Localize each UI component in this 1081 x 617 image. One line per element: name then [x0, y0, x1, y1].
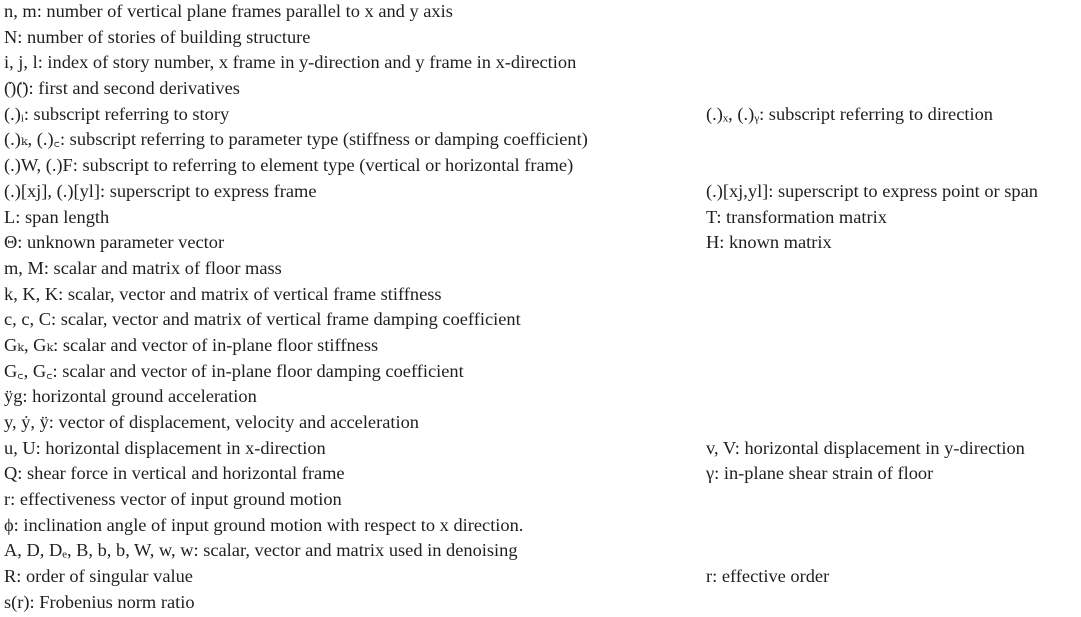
nomenclature-row: Gₖ, Gₖ: scalar and vector of in-plane fl…	[0, 333, 1081, 359]
nomenclature-row: L: span length T: transformation matrix	[0, 205, 1081, 231]
definition-right: (.)ₓ, (.)ᵧ: subscript referring to direc…	[706, 103, 993, 124]
definition-left: r: effectiveness vector of input ground …	[4, 489, 342, 510]
nomenclature-row: R: order of singular value r: effective …	[0, 564, 1081, 590]
nomenclature-row: i, j, l: index of story number, x frame …	[0, 50, 1081, 76]
definition-right: v, V: horizontal displacement in y-direc…	[706, 437, 1025, 458]
definition-left: Gₖ, Gₖ: scalar and vector of in-plane fl…	[4, 334, 379, 355]
nomenclature-row: n, m: number of vertical plane frames pa…	[0, 0, 1081, 25]
nomenclature-row: y, ẏ, ÿ: vector of displacement, velocit…	[0, 410, 1081, 436]
definition-left: y, ẏ, ÿ: vector of displacement, velocit…	[4, 412, 419, 432]
definition-left: c, c, C: scalar, vector and matrix of ve…	[4, 309, 521, 330]
nomenclature-row: c, c, C: scalar, vector and matrix of ve…	[0, 307, 1081, 333]
nomenclature-row: k, K, K: scalar, vector and matrix of ve…	[0, 282, 1081, 308]
definition-left: A, D, Dₑ, B, b, b, W, w, w: scalar, vect…	[4, 540, 518, 561]
nomenclature-row: A, D, Dₑ, B, b, b, W, w, w: scalar, vect…	[0, 538, 1081, 564]
definition-left: R: order of singular value	[4, 566, 193, 587]
nomenclature-row: (.)ₖ, (.)꜀: subscript referring to param…	[0, 127, 1081, 153]
nomenclature-row: s(r): Frobenius norm ratio	[0, 590, 1081, 616]
nomenclature-row: Θ: unknown parameter vector H: known mat…	[0, 230, 1081, 256]
definition-right: r: effective order	[706, 566, 830, 587]
definition-left: L: span length	[4, 206, 110, 227]
definition-right: γ: in-plane shear strain of floor	[706, 463, 934, 484]
nomenclature-row: N: number of stories of building structu…	[0, 25, 1081, 51]
definition-left: n, m: number of vertical plane frames pa…	[4, 1, 453, 21]
nomenclature-row: Q: shear force in vertical and horizonta…	[0, 461, 1081, 487]
nomenclature-row: m, M: scalar and matrix of floor mass	[0, 256, 1081, 282]
definition-left: s(r): Frobenius norm ratio	[4, 591, 195, 612]
nomenclature-row: G꜀, G꜀: scalar and vector of in-plane fl…	[0, 359, 1081, 385]
definition-left: m, M: scalar and matrix of floor mass	[4, 257, 282, 278]
definition-right: (.)[xj,yl]: superscript to express point…	[706, 180, 1038, 201]
nomenclature-row: (.)W, (.)F: subscript to referring to el…	[0, 153, 1081, 179]
definition-left: i, j, l: index of story number, x frame …	[4, 52, 577, 73]
definition-left: Q: shear force in vertical and horizonta…	[4, 463, 345, 484]
definition-left: u, U: horizontal displacement in x-direc…	[4, 437, 326, 458]
nomenclature-row: r: effectiveness vector of input ground …	[0, 487, 1081, 513]
nomenclature-row: (.)ᵢ: subscript referring to story (.)ₓ,…	[0, 102, 1081, 128]
definition-left: k, K, K: scalar, vector and matrix of ve…	[4, 283, 442, 304]
definition-left: Θ: unknown parameter vector	[4, 232, 225, 253]
nomenclature-row: (.)[xj], (.)[yl]: superscript to express…	[0, 179, 1081, 205]
definition-left: (.)W, (.)F: subscript to referring to el…	[4, 155, 574, 176]
definition-left: (̇)(̈): first and second derivatives	[4, 78, 240, 99]
nomenclature-row: u, U: horizontal displacement in x-direc…	[0, 436, 1081, 462]
definition-right: H: known matrix	[706, 232, 832, 253]
definition-left: (.)[xj], (.)[yl]: superscript to express…	[4, 180, 317, 201]
definition-left: (.)ₖ, (.)꜀: subscript referring to param…	[4, 129, 588, 150]
nomenclature-row: ϕ: inclination angle of input ground mot…	[0, 513, 1081, 539]
definition-left: ÿg: horizontal ground acceleration	[4, 386, 257, 407]
nomenclature-row: (̇)(̈): first and second derivatives	[0, 76, 1081, 102]
definition-left: (.)ᵢ: subscript referring to story	[4, 103, 230, 124]
definition-right: T: transformation matrix	[706, 206, 887, 227]
definition-left: N: number of stories of building structu…	[4, 26, 311, 47]
nomenclature-row: ÿg: horizontal ground acceleration	[0, 384, 1081, 410]
definition-left: G꜀, G꜀: scalar and vector of in-plane fl…	[4, 360, 464, 381]
definition-left: ϕ: inclination angle of input ground mot…	[4, 514, 524, 535]
